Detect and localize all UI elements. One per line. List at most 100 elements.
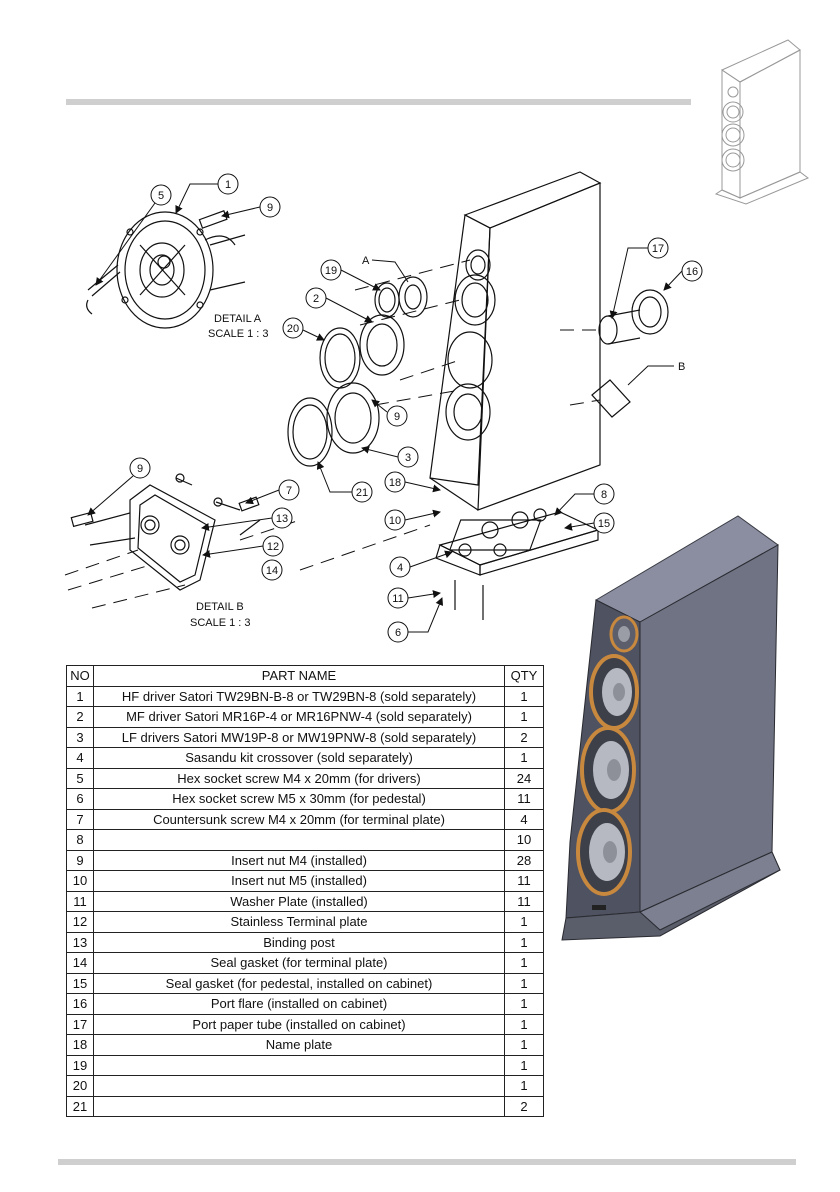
part-name-cell: Hex socket screw M4 x 20mm (for drivers) [93, 767, 505, 789]
part-name-cell [93, 1054, 505, 1076]
svg-text:15: 15 [598, 518, 610, 530]
svg-text:11: 11 [392, 593, 403, 605]
part-name-cell [93, 829, 505, 851]
svg-text:17: 17 [652, 243, 664, 255]
svg-text:20: 20 [287, 323, 299, 335]
part-no-cell: 11 [66, 890, 94, 912]
header-rule [66, 99, 691, 105]
callout-2: 2 [305, 287, 373, 323]
part-no-cell: 9 [66, 849, 94, 871]
detail-b-title: DETAIL B [196, 601, 244, 613]
callout-10: 10 [384, 509, 441, 531]
footer-rule [58, 1159, 796, 1165]
part-name-cell: Seal gasket (for terminal plate) [93, 952, 505, 974]
part-qty-cell: 1 [504, 1013, 544, 1035]
callout-16: 16 [663, 260, 703, 291]
part-qty-cell: 4 [504, 808, 544, 830]
detail-b-terminal [70, 473, 261, 591]
callout-9c: 9 [371, 399, 408, 427]
part-no-cell: 4 [66, 747, 94, 769]
callout-9a: 9 [221, 196, 281, 219]
part-qty-cell: 1 [504, 972, 544, 994]
part-no-cell: 18 [66, 1034, 94, 1056]
part-qty-cell: 1 [504, 1034, 544, 1056]
part-name-cell: Insert nut M4 (installed) [93, 849, 505, 871]
part-name-cell: Port flare (installed on cabinet) [93, 993, 505, 1015]
svg-text:4: 4 [397, 562, 403, 574]
section-label-a: A [362, 255, 409, 283]
callout-14: 14 [261, 559, 283, 581]
callout-18: 18 [384, 471, 441, 493]
part-qty-cell: 1 [504, 685, 544, 707]
part-name-cell: Seal gasket (for pedestal, installed on … [93, 972, 505, 994]
callout-4: 4 [389, 550, 453, 578]
svg-text:18: 18 [389, 477, 401, 489]
svg-text:B: B [678, 361, 685, 373]
callout-11: 11 [387, 587, 441, 609]
svg-text:7: 7 [286, 485, 292, 497]
svg-text:13: 13 [276, 513, 288, 525]
speaker-render [561, 515, 781, 941]
svg-text:9: 9 [394, 411, 400, 423]
part-qty-cell: 24 [504, 767, 544, 789]
exploded-drivers [287, 276, 669, 467]
section-label-b: B [627, 361, 685, 386]
part-qty-cell: 1 [504, 931, 544, 953]
part-name-cell: Hex socket screw M5 x 30mm (for pedestal… [93, 788, 505, 810]
part-name-cell: LF drivers Satori MW19P-8 or MW19PNW-8 (… [93, 726, 505, 748]
part-name-cell: Port paper tube (installed on cabinet) [93, 1013, 505, 1035]
callout-19: 19 [320, 259, 381, 291]
svg-text:21: 21 [356, 487, 368, 499]
part-no-cell: 8 [66, 829, 94, 851]
part-qty-cell: 11 [504, 890, 544, 912]
callout-13: 13 [201, 507, 293, 531]
dashed-leaders-main [354, 259, 601, 406]
svg-text:10: 10 [389, 515, 401, 527]
part-no-cell: 2 [66, 706, 94, 728]
part-no-cell: 17 [66, 1013, 94, 1035]
part-no-cell: 12 [66, 911, 94, 933]
header-qty: QTY [504, 665, 544, 687]
detail-a-scale: SCALE 1 : 3 [208, 328, 269, 340]
header-part-name: PART NAME [93, 665, 505, 687]
part-name-cell: HF driver Satori TW29BN-B-8 or TW29BN-8 … [93, 685, 505, 707]
part-qty-cell: 1 [504, 706, 544, 728]
svg-text:12: 12 [267, 541, 279, 553]
detail-b-scale: SCALE 1 : 3 [190, 617, 251, 629]
svg-text:9: 9 [137, 463, 143, 475]
part-no-cell: 3 [66, 726, 94, 748]
part-name-cell: Countersunk screw M4 x 20mm (for termina… [93, 808, 505, 830]
svg-text:9: 9 [267, 202, 273, 214]
svg-text:19: 19 [325, 265, 337, 277]
part-name-cell: MF driver Satori MR16P-4 or MR16PNW-4 (s… [93, 706, 505, 728]
svg-text:8: 8 [601, 489, 607, 501]
part-qty-cell: 2 [504, 1095, 544, 1117]
svg-text:6: 6 [395, 627, 401, 639]
part-name-cell: Sasandu kit crossover (sold separately) [93, 747, 505, 769]
part-no-cell: 20 [66, 1075, 94, 1097]
part-qty-cell: 28 [504, 849, 544, 871]
svg-text:14: 14 [266, 565, 278, 577]
table-header-row: NO PART NAME QTY [66, 665, 544, 687]
part-qty-cell: 11 [504, 788, 544, 810]
part-no-cell: 15 [66, 972, 94, 994]
detail-a-title: DETAIL A [214, 313, 262, 325]
part-no-cell: 10 [66, 870, 94, 892]
speaker-thumbnail [714, 39, 809, 205]
